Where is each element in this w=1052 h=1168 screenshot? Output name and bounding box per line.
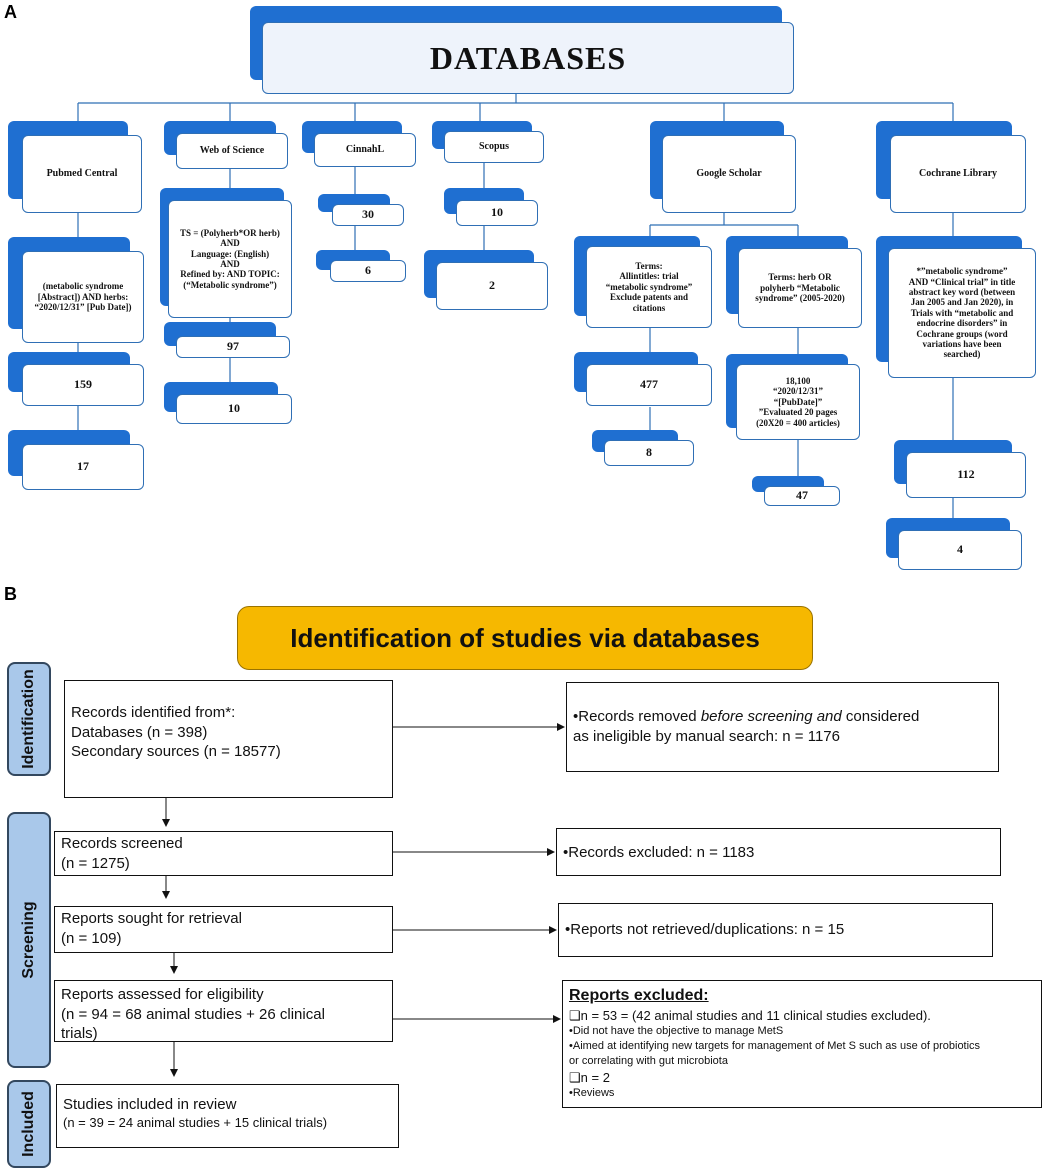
wos-name: Web of Science <box>176 133 288 169</box>
reports-sought-box: Reports sought for retrieval (n = 109) <box>54 906 393 953</box>
google-name: Google Scholar <box>662 135 796 213</box>
stage-screening: Screening <box>7 812 51 1068</box>
cinahl-name: CinnahL <box>314 133 416 167</box>
cochrane-count2: 4 <box>898 530 1022 570</box>
google-right-query: Terms: herb OR polyherb “Metabolic syndr… <box>738 248 862 328</box>
panel-b-label: B <box>4 584 17 604</box>
scopus-count2: 2 <box>436 262 548 310</box>
scopus-name: Scopus <box>444 131 544 163</box>
reports-assessed-box: Reports assessed for eligibility (n = 94… <box>54 980 393 1042</box>
google-right-detail: 18,100 “2020/12/31” “[PubDate]” ”Evaluat… <box>736 364 860 440</box>
stage-included: Included <box>7 1080 51 1168</box>
pubmed-count1: 159 <box>22 364 144 406</box>
wos-query: TS = (Polyherb*OR herb) AND Language: (E… <box>168 200 292 318</box>
reports-excluded-box: Reports excluded: ❑n = 53 = (42 animal s… <box>562 980 1042 1108</box>
reports-not-retrieved-box: •Reports not retrieved/duplications: n =… <box>558 903 993 957</box>
google-left-count1: 477 <box>586 364 712 406</box>
google-left-count2: 8 <box>604 440 694 466</box>
cochrane-name: Cochrane Library <box>890 135 1026 213</box>
google-left-query: Terms: Allintitles: trial “metabolic syn… <box>586 246 712 328</box>
cinahl-count1: 30 <box>332 204 404 226</box>
wos-count1: 97 <box>176 336 290 358</box>
cochrane-query: *”metabolic syndrome” AND “Clinical tria… <box>888 248 1036 378</box>
records-identified-box: Records identified from*: Databases (n =… <box>64 680 393 798</box>
identification-banner: Identification of studies via databases <box>237 606 813 670</box>
records-screened-box: Records screened (n = 1275) <box>54 831 393 876</box>
pubmed-name: Pubmed Central <box>22 135 142 213</box>
cinahl-count2: 6 <box>330 260 406 282</box>
panel-a-label: A <box>4 2 17 22</box>
scopus-count1: 10 <box>456 200 538 226</box>
wos-count2: 10 <box>176 394 292 424</box>
records-excluded-box: •Records excluded: n = 1183 <box>556 828 1001 876</box>
pubmed-count2: 17 <box>22 444 144 490</box>
records-removed-box: •Records removed before screening and co… <box>566 682 999 772</box>
cochrane-count1: 112 <box>906 452 1026 498</box>
stage-identification: Identification <box>7 662 51 776</box>
studies-included-box: Studies included in review (n = 39 = 24 … <box>56 1084 399 1148</box>
reports-excluded-title: Reports excluded: <box>569 987 709 1004</box>
google-right-count: 47 <box>764 486 840 506</box>
databases-title: DATABASES <box>262 22 794 94</box>
pubmed-query: (metabolic syndrome [Abstract]) AND herb… <box>22 251 144 343</box>
